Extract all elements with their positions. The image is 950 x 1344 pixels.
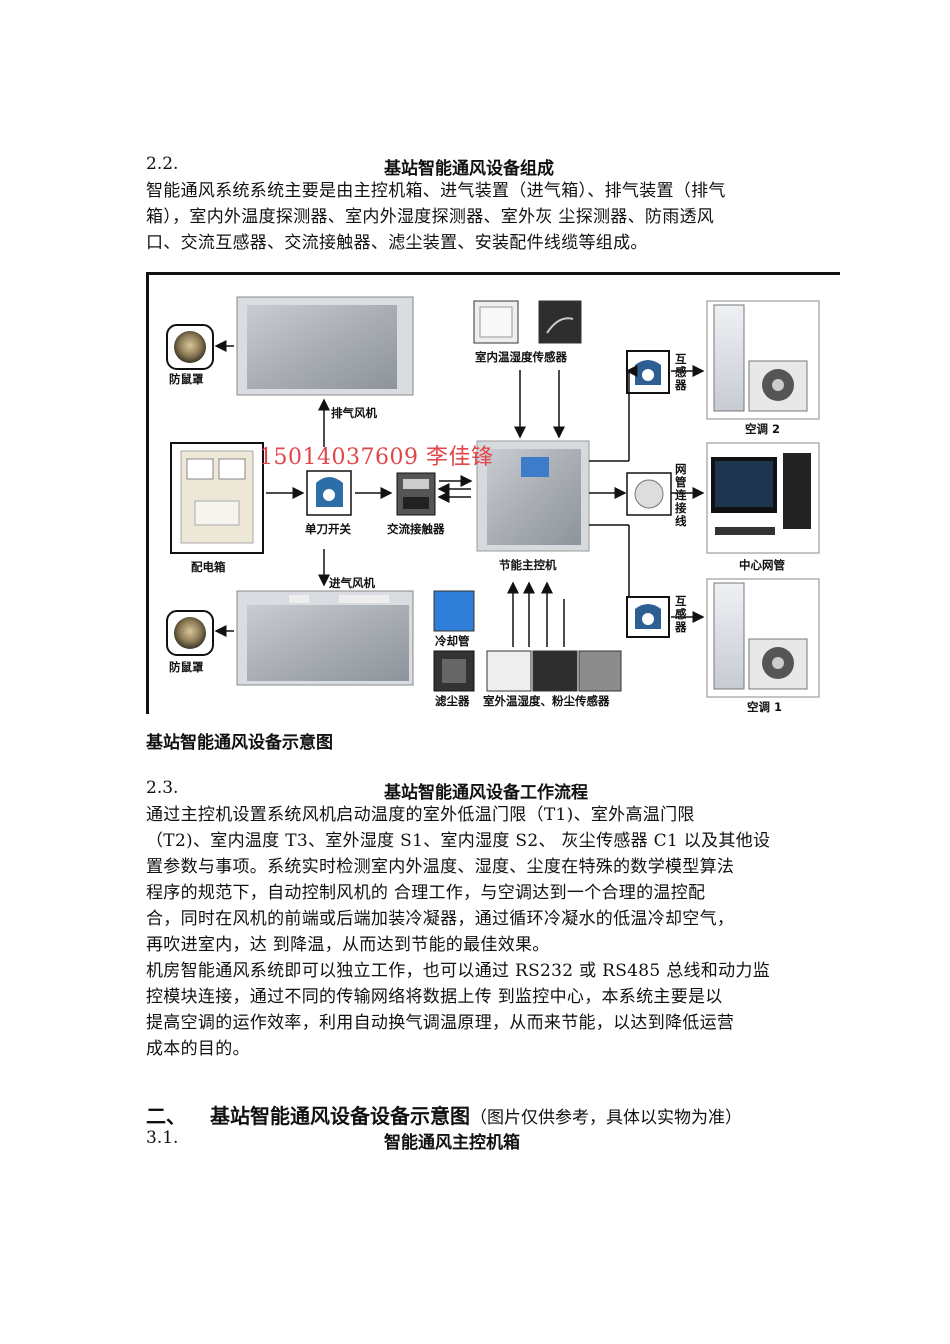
cooling-pipe-image (433, 590, 475, 632)
label-network-line: 网管连接线 (675, 462, 687, 528)
mouse-guard-bottom-image (166, 610, 214, 656)
label-mouse-guard-top: 防鼠罩 (169, 372, 204, 386)
section-3-note: （图片仅供参考，具体以实物为准） (470, 1108, 742, 1128)
paragraph-line: 程序的规范下，自动控制风机的 合理工作，与空调达到一个合理的温控配 (146, 883, 706, 903)
label-transformer-top: 互感器 (675, 352, 687, 392)
intake-box-image (214, 590, 414, 686)
dust-filter-image (433, 650, 475, 692)
main-controller-image (476, 440, 590, 552)
indoor-sensor-images (473, 300, 582, 344)
label-center-nms: 中心网管 (739, 558, 785, 572)
diagram-caption: 基站智能通风设备示意图 (146, 733, 333, 753)
watermark-text: 15014037609 李佳锋 (259, 445, 494, 470)
paragraph-line: 提高空调的运作效率，利用自动换气调温原理，从而来节能，以达到降低运营 (146, 1013, 735, 1033)
ac2-image (706, 300, 820, 420)
label-ac-contactor: 交流接触器 (387, 522, 445, 536)
paragraph-line: 合，同时在风机的前端或后端加装冷凝器，通过循环冷凝水的低温冷却空气， (146, 909, 735, 929)
distribution-box-image (170, 442, 264, 554)
section-2-2-paragraph: 智能通风系统系统主要是由主控机箱、进气装置（进气箱）、排气装置（排气 箱），室内… (146, 178, 806, 256)
exhaust-box-image (214, 296, 414, 396)
ventilation-diagram: 防鼠罩 排气风机 室内温湿度传感器 互感器 空调 2 配电箱 单刀开关 交流接触… (146, 272, 840, 714)
section-3-number: 二、 (146, 1104, 186, 1128)
label-exhaust-fan: 排气风机 (331, 406, 377, 420)
label-indoor-sensor: 室内温湿度传感器 (475, 350, 567, 364)
label-main-controller: 节能主控机 (499, 558, 557, 572)
center-nms-image (706, 442, 820, 554)
section-3-1-title: 智能通风主控机箱 (384, 1133, 520, 1153)
section-2-3-paragraph: 通过主控机设置系统风机启动温度的室外低温门限（T1)、室外高温门限 （T2)、室… (146, 802, 806, 1062)
network-device-image (626, 472, 672, 516)
paragraph-line: 再吹进室内，达 到降温，从而达到节能的最佳效果。 (146, 935, 550, 955)
ac1-image (706, 578, 820, 698)
label-distribution-box: 配电箱 (191, 560, 226, 574)
transformer-bottom-image (626, 596, 670, 638)
paragraph-line: 口、交流互感器、交流接触器、滤尘装置、安装配件线缆等组成。 (146, 233, 648, 253)
ac-contactor-image (396, 472, 436, 516)
paragraph-line: 智能通风系统系统主要是由主控机箱、进气装置（进气箱）、排气装置（排气 (146, 181, 726, 201)
paragraph-line: 通过主控机设置系统风机启动温度的室外低温门限（T1)、室外高温门限 (146, 805, 695, 825)
paragraph-line: 控模块连接，通过不同的传输网络将数据上传 到监控中心，本系统主要是以 (146, 987, 723, 1007)
section-2-3-title: 基站智能通风设备工作流程 (384, 783, 588, 803)
paragraph-line: （T2)、室内温度 T3、室外湿度 S1、室内湿度 S2、 灰尘传感器 C1 以… (146, 831, 771, 851)
section-3-heading: 基站智能通风设备设备示意图（图片仅供参考，具体以实物为准） (210, 1100, 742, 1129)
label-transformer-bottom: 互感器 (675, 594, 687, 634)
section-3-title: 基站智能通风设备设备示意图 (210, 1104, 470, 1128)
label-knife-switch: 单刀开关 (305, 522, 351, 536)
section-2-2-title: 基站智能通风设备组成 (384, 159, 554, 179)
transformer-top-image (626, 350, 670, 394)
paragraph-line: 机房智能通风系统即可以独立工作，也可以通过 RS232 或 RS485 总线和动… (146, 961, 771, 981)
paragraph-line: 置参数与事项。系统实时检测室内外温度、湿度、尘度在特殊的数学模型算法 (146, 857, 735, 877)
label-intake-fan: 进气风机 (329, 576, 375, 590)
label-ac2: 空调 2 (745, 422, 781, 436)
label-ac1: 空调 1 (747, 700, 783, 714)
mouse-guard-top-image (166, 324, 214, 370)
section-2-3-number: 2.3. (146, 778, 179, 798)
label-cooling-pipe: 冷却管 (435, 634, 470, 648)
outdoor-sensor-images (486, 650, 622, 692)
knife-switch-image (306, 470, 352, 516)
section-3-1-number: 3.1. (146, 1128, 179, 1148)
section-2-2-number: 2.2. (146, 154, 179, 174)
label-dust-filter: 滤尘器 (435, 694, 470, 708)
paragraph-line: 成本的目的。 (146, 1039, 250, 1059)
paragraph-line: 箱），室内外温度探测器、室内外湿度探测器、室外灰 尘探测器、防雨透风 (146, 207, 715, 227)
diagram-graphics (166, 296, 820, 698)
label-outdoor-sensor: 室外温湿度、粉尘传感器 (483, 694, 610, 708)
label-mouse-guard-bottom: 防鼠罩 (169, 660, 204, 674)
